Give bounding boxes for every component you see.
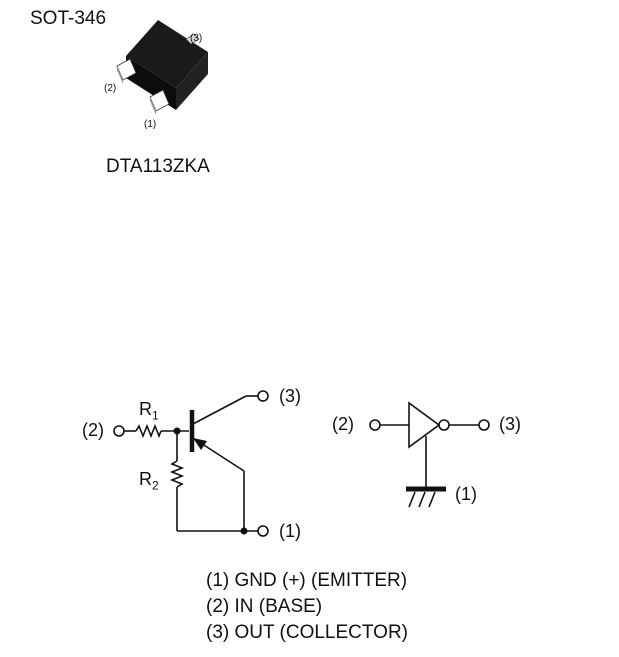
inverter-output-terminal	[478, 419, 490, 431]
schematic-pin-2-label: (2)	[82, 420, 104, 440]
package-body-front	[176, 52, 208, 110]
legend-item-2: (2) IN (BASE)	[206, 596, 323, 617]
inverter-triangle	[408, 401, 441, 449]
output-terminal	[257, 390, 269, 402]
legend-item-3: (3) OUT (COLLECTOR)	[206, 622, 408, 643]
schematic-pin-3-label: (3)	[279, 386, 301, 406]
r1-label: R1	[139, 399, 159, 423]
package-pin-1-label: (1)	[144, 119, 157, 130]
package-drawing	[116, 20, 208, 115]
transistor-schematic	[113, 390, 269, 537]
legend-item-1: (1) GND (+) (EMITTER)	[206, 570, 408, 591]
resistor-r2	[169, 460, 185, 488]
part-number: DTA113ZKA	[106, 156, 210, 177]
inverter-input-terminal	[369, 419, 381, 431]
input-terminal	[113, 425, 125, 437]
emitter-arrow	[193, 438, 207, 450]
package-pin-2-label: (2)	[104, 83, 117, 94]
inverter-pin-1-label: (1)	[455, 484, 477, 504]
emitter-junction-dot	[240, 527, 248, 535]
package-pin-3-label: (3)	[190, 33, 203, 44]
gnd-terminal	[257, 525, 269, 537]
schematic-pin-1-label: (1)	[279, 521, 301, 541]
package-name: SOT-346	[30, 8, 107, 29]
inverter-symbol	[369, 401, 490, 508]
inverter-pin-2-label: (2)	[332, 414, 354, 434]
inverter-bubble	[438, 419, 450, 431]
resistor-r1	[135, 423, 162, 439]
r2-label: R2	[139, 469, 159, 493]
package-body-top	[126, 20, 208, 88]
inverter-pin-3-label: (3)	[499, 414, 521, 434]
package-pin-3	[185, 33, 200, 45]
